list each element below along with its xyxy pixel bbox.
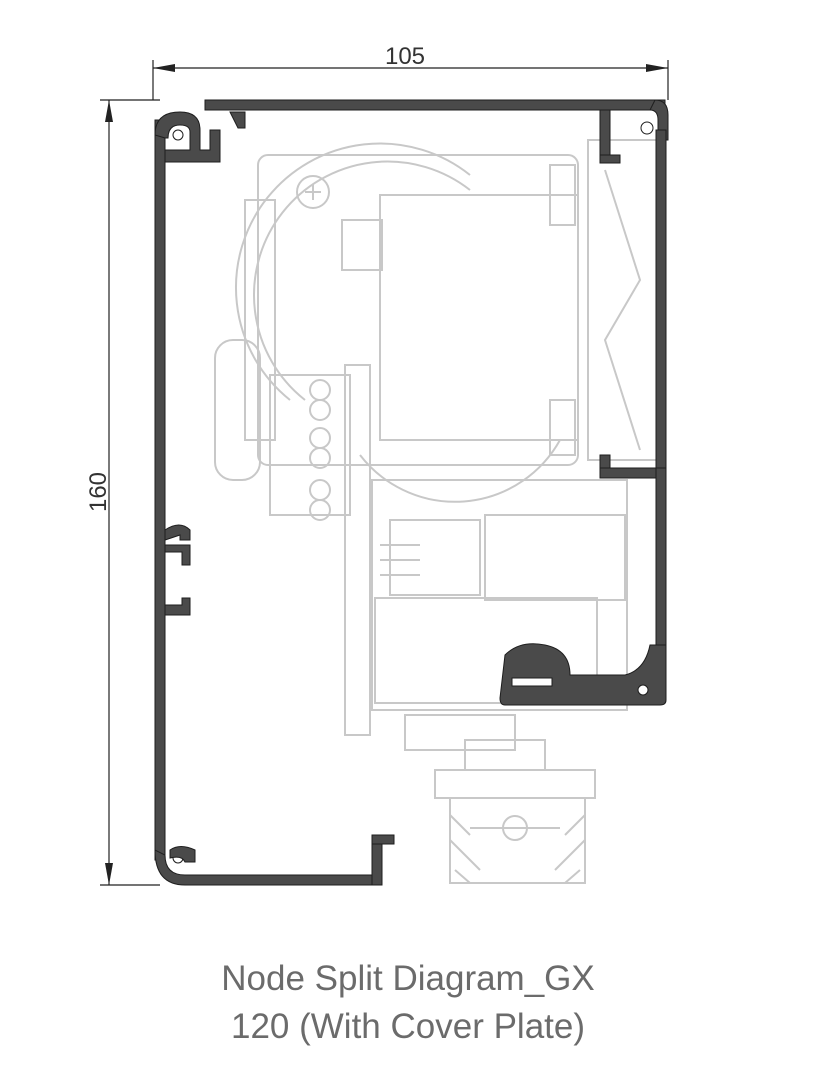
width-dimension: 105	[152, 43, 669, 100]
cross-section-drawing: 105 160	[85, 43, 669, 886]
enclosure-profile	[154, 99, 669, 886]
internal-components	[214, 139, 659, 884]
height-dimension: 160	[85, 99, 160, 886]
caption-line-1: Node Split Diagram_GX	[221, 959, 595, 998]
width-value: 105	[385, 43, 425, 70]
caption-line-2: 120 (With Cover Plate)	[230, 1007, 586, 1046]
diagram-caption: Node Split Diagram_GX 120 (With Cover Pl…	[0, 955, 816, 1051]
height-value: 160	[85, 472, 112, 512]
